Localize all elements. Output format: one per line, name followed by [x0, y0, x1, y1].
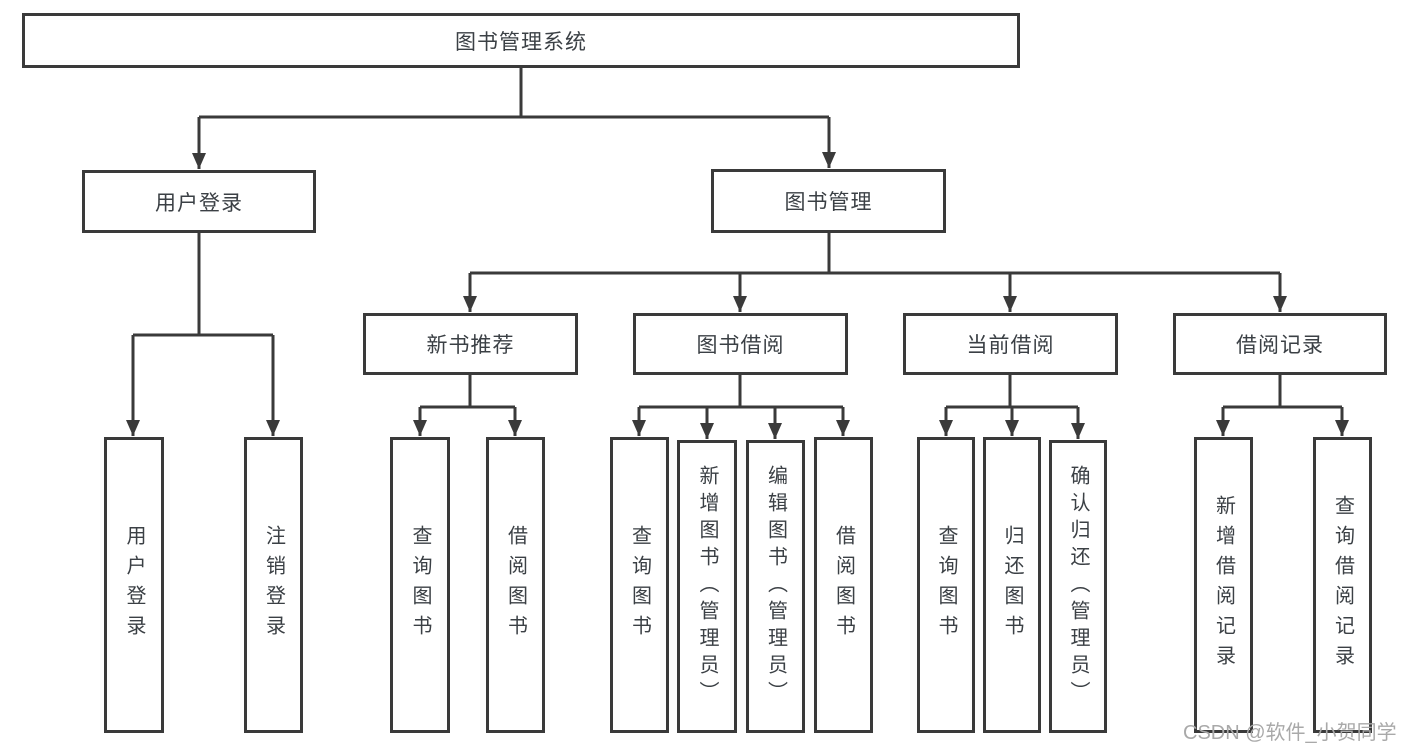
leaf-query-book-recommend: 查询图书: [390, 437, 450, 733]
node-new-book-recommend: 新书推荐: [363, 313, 578, 375]
csdn-watermark: CSDN @软件_小贺同学: [1183, 722, 1397, 744]
node-system-root: 图书管理系统: [22, 13, 1020, 68]
leaf-user-login: 用户登录: [104, 437, 164, 733]
node-book-management: 图书管理: [711, 169, 946, 233]
leaf-query-book-borrowing: 查询图书: [610, 437, 669, 733]
leaf-edit-book-admin: 编辑图书（管理员）: [746, 440, 805, 733]
node-borrowing-records: 借阅记录: [1173, 313, 1387, 375]
leaf-query-borrow-record: 查询借阅记录: [1313, 437, 1372, 733]
leaf-logout: 注销登录: [244, 437, 303, 733]
leaf-borrow-book-recommend: 借阅图书: [486, 437, 545, 733]
node-current-borrowing: 当前借阅: [903, 313, 1118, 375]
node-user-login: 用户登录: [82, 170, 316, 233]
leaf-add-borrow-record: 新增借阅记录: [1194, 437, 1253, 733]
leaf-confirm-return-admin: 确认归还（管理员）: [1049, 440, 1107, 733]
leaf-query-book-current: 查询图书: [917, 437, 975, 733]
node-book-borrowing: 图书借阅: [633, 313, 848, 375]
leaf-borrow-book: 借阅图书: [814, 437, 873, 733]
leaf-add-book-admin: 新增图书（管理员）: [677, 440, 737, 733]
leaf-return-book: 归还图书: [983, 437, 1041, 733]
